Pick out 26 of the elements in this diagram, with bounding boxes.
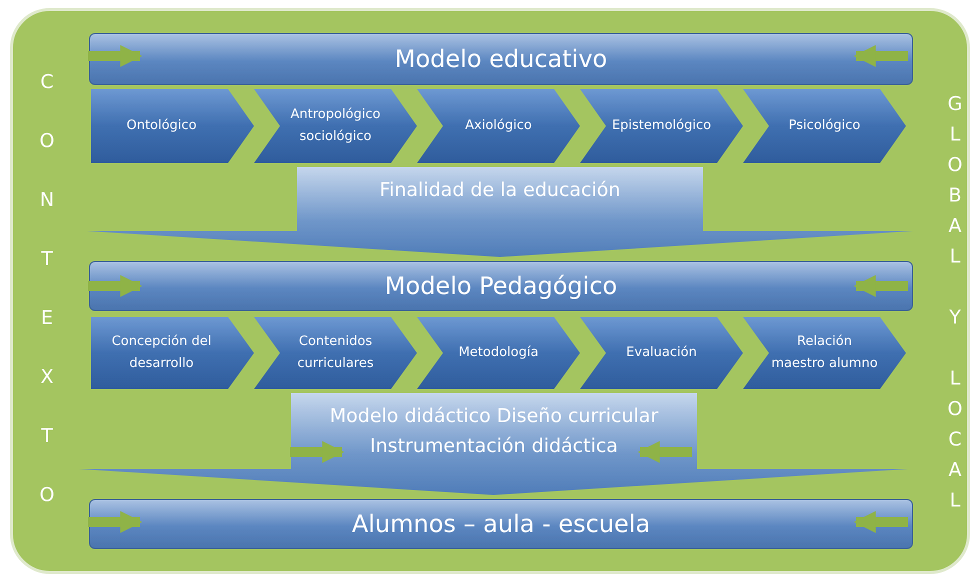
arrow xyxy=(88,275,142,297)
chevron-step: Relación maestro alumno xyxy=(743,317,906,389)
chevron-step: Evaluación xyxy=(580,317,743,389)
arrow xyxy=(854,275,908,297)
chevron-step: Antropológico sociológico xyxy=(254,89,417,163)
chevron-step: Metodología xyxy=(417,317,580,389)
arrow xyxy=(854,511,908,533)
chevron-step: Psicológico xyxy=(743,89,906,163)
arrow xyxy=(854,45,908,67)
chevron-step: Concepción del desarrollo xyxy=(91,317,254,389)
chevron-step: Axiológico xyxy=(417,89,580,163)
context-frame xyxy=(10,8,970,574)
chevron-step: Contenidos curriculares xyxy=(254,317,417,389)
banner-bar: Modelo Pedagógico xyxy=(89,261,913,311)
vertical-label: GLOBAL Y LOCAL xyxy=(945,93,964,520)
banner-bar: Modelo educativo xyxy=(89,33,913,85)
chevron-step: Ontológico xyxy=(91,89,254,163)
arrow xyxy=(88,511,142,533)
panel-title: Modelo didáctico Diseño curricular Instrumentación didáctica xyxy=(328,404,660,460)
panel-title: Finalidad de la educación xyxy=(378,178,622,203)
arrow xyxy=(88,45,142,67)
vertical-label: CONTEXTO xyxy=(37,71,56,543)
arrow xyxy=(638,441,692,463)
banner-bar: Alumnos – aula - escuela xyxy=(89,499,913,549)
arrow xyxy=(290,441,344,463)
chevron-step: Epistemológico xyxy=(580,89,743,163)
